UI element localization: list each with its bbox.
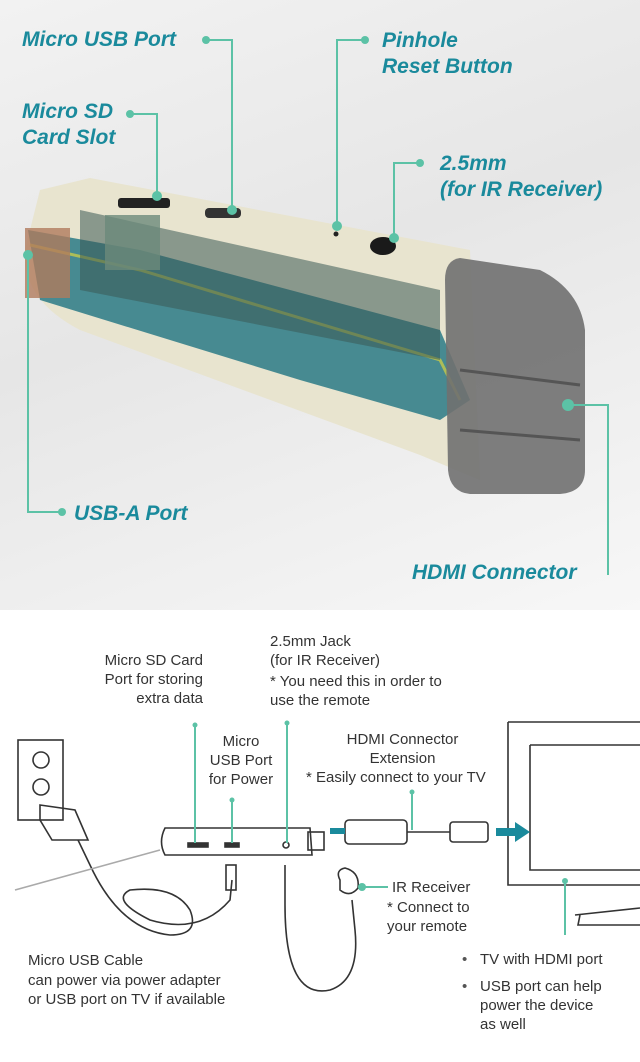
tv-drawing bbox=[507, 721, 640, 886]
streaming-stick-device bbox=[24, 178, 585, 494]
callout-ir-jack: 2.5mm (for IR Receiver) bbox=[440, 152, 603, 201]
jack-note: * You need this in order to use the remo… bbox=[270, 673, 442, 709]
cable-title: Micro USB Cable bbox=[28, 952, 144, 969]
setup-line-art bbox=[14, 721, 640, 992]
list-item: TV with HDMI port bbox=[458, 950, 638, 969]
hdmi-extension bbox=[344, 819, 408, 845]
tv-requirements-list: TV with HDMI port USB port can help powe… bbox=[458, 950, 638, 1042]
callout-micro-sd-slot: Micro SD Card Slot bbox=[22, 100, 116, 149]
ir-receiver-title: IR Receiver bbox=[392, 879, 471, 896]
hdmi-ext-note: * Easily connect to your TV bbox=[306, 769, 486, 786]
ir-receiver-note: * Connect to your remote bbox=[387, 899, 470, 935]
callout-pinhole-reset: Pinhole Reset Button bbox=[382, 29, 513, 78]
callout-hdmi-connector: HDMI Connector bbox=[412, 561, 577, 584]
micro-usb-power-note: Micro USB Port for Power bbox=[208, 733, 274, 788]
stick-drawing bbox=[160, 827, 313, 856]
list-item: USB port can help power the device as we… bbox=[458, 977, 638, 1034]
callout-usb-a-port: USB-A Port bbox=[74, 502, 188, 525]
cable-note: can power via power adapter or USB port … bbox=[28, 972, 226, 1008]
jack-title: 2.5mm Jack (for IR Receiver) bbox=[270, 633, 381, 669]
leader-lines bbox=[27, 39, 609, 575]
callout-micro-usb-port: Micro USB Port bbox=[22, 28, 177, 51]
power-adapter bbox=[39, 804, 90, 841]
micro-sd-note: Micro SD Card Port for storing extra dat… bbox=[104, 652, 203, 707]
hdmi-ext-title: HDMI Connector Extension bbox=[346, 731, 459, 767]
